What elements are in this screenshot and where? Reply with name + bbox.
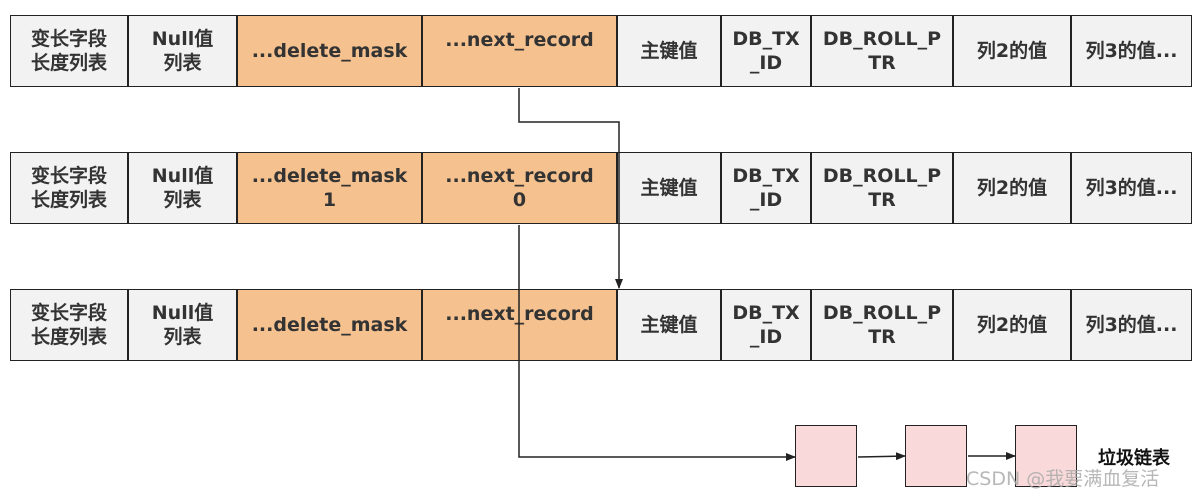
garbage-link-arrow-1: [857, 452, 906, 461]
column2-value-cell: 列2的值: [953, 289, 1071, 361]
next-record-cell: ...next_record: [422, 15, 617, 87]
next-record-cell: ...next_record 0: [422, 152, 617, 224]
var-length-field-list-cell: 变长字段 长度列表: [10, 289, 128, 361]
column2-value-cell: 列2的值: [953, 15, 1071, 87]
garbage-node-2: [905, 425, 967, 487]
garbage-list-pointer-arrow: [518, 225, 796, 461]
primary-key-value-cell: 主键值: [617, 15, 721, 87]
db-tx-id-cell: DB_TX _ID: [721, 152, 811, 224]
watermark-text: CSDN @我要满血复活: [966, 468, 1160, 490]
column2-value-cell: 列2的值: [953, 152, 1071, 224]
delete-mask-cell: ...delete_mask: [237, 289, 422, 361]
garbage-node-3: [1015, 425, 1077, 487]
db-roll-ptr-cell: DB_ROLL_P TR: [811, 152, 953, 224]
db-roll-ptr-cell: DB_ROLL_P TR: [811, 289, 953, 361]
null-value-list-cell: Null值 列表: [128, 152, 237, 224]
delete-mask-cell: ...delete_mask 1: [237, 152, 422, 224]
db-roll-ptr-cell: DB_ROLL_P TR: [811, 15, 953, 87]
column3-value-cell: 列3的值...: [1071, 152, 1192, 224]
db-tx-id-cell: DB_TX _ID: [721, 15, 811, 87]
primary-key-value-cell: 主键值: [617, 289, 721, 361]
garbage-node-1: [795, 425, 857, 487]
null-value-list-cell: Null值 列表: [128, 15, 237, 87]
delete-mask-cell: ...delete_mask: [237, 15, 422, 87]
null-value-list-cell: Null值 列表: [128, 289, 237, 361]
var-length-field-list-cell: 变长字段 长度列表: [10, 152, 128, 224]
column3-value-cell: 列3的值...: [1071, 15, 1192, 87]
primary-key-value-cell: 主键值: [617, 152, 721, 224]
column3-value-cell: 列3的值...: [1071, 289, 1192, 361]
var-length-field-list-cell: 变长字段 长度列表: [10, 15, 128, 87]
db-tx-id-cell: DB_TX _ID: [721, 289, 811, 361]
garbage-list-label: 垃圾链表: [1098, 448, 1170, 469]
next-record-pointer-arrow: [518, 88, 623, 289]
